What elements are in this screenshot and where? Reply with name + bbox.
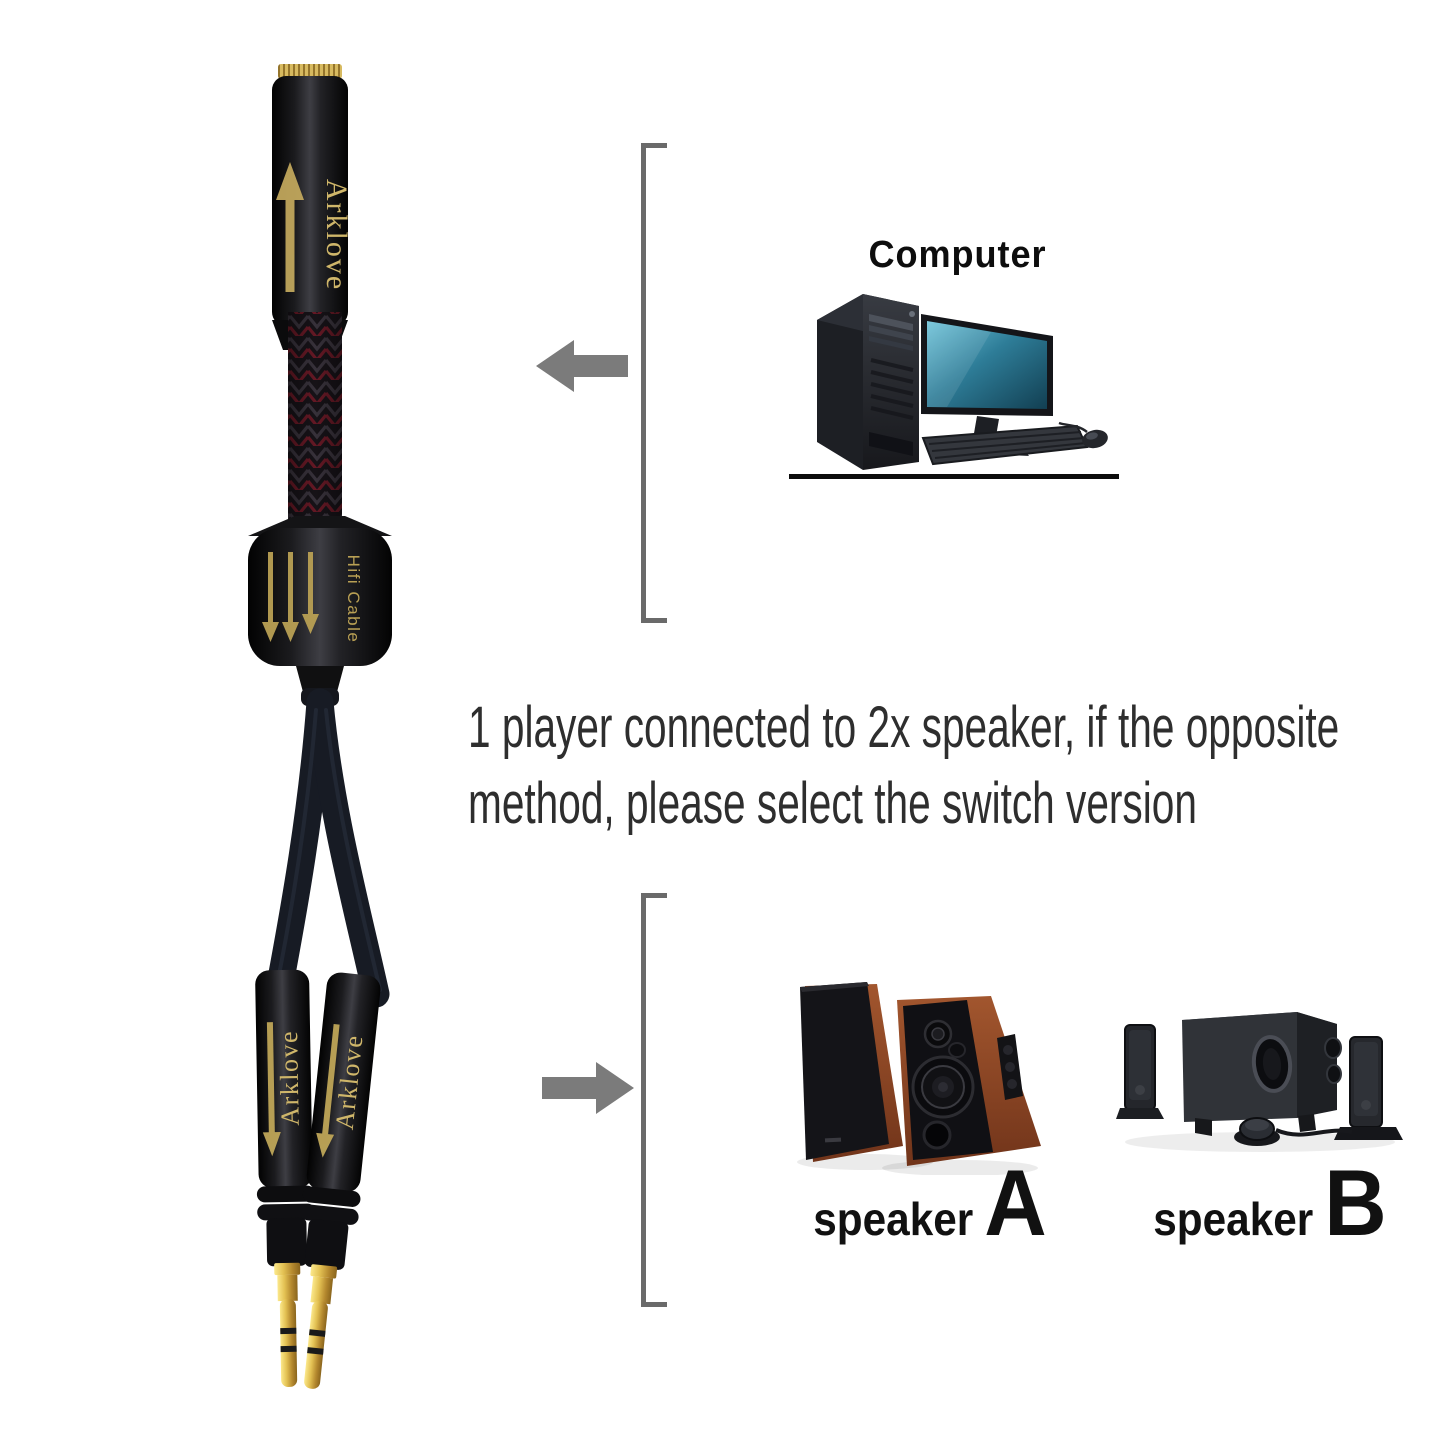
bracket-top: [641, 143, 667, 623]
speaker-b-label: speaker B: [1150, 1156, 1389, 1250]
brand-text-female: Arklove: [320, 179, 353, 291]
plug-tip-left: [274, 1262, 301, 1387]
audio-splitter-cable-photo: Arklove Hifi Cable: [248, 64, 392, 1389]
subwoofer: [1182, 1012, 1342, 1136]
caption: 1 player connected to 2x speaker, if the…: [468, 690, 1445, 842]
y-split-cables: [264, 688, 390, 1009]
speaker-a-word: speaker: [813, 1193, 974, 1245]
caption-line-1: 1 player connected to 2x speaker, if the…: [468, 695, 1340, 760]
male-plug-right: Arklove: [300, 972, 381, 1389]
gold-knurled-cap: [278, 64, 342, 79]
speaker-b-letter: B: [1324, 1150, 1387, 1255]
speaker-a-image: [797, 982, 1041, 1175]
caption-line-2: method, please select the switch version: [468, 771, 1197, 836]
direction-arrow-down-icon: [262, 1022, 281, 1157]
direction-arrow-down-icon: [316, 1024, 340, 1158]
speaker-b-word: speaker: [1153, 1193, 1314, 1245]
female-jack-connector: Arklove: [272, 64, 353, 350]
computer-underline: [789, 474, 1119, 479]
brand-text-plug-left: Arklove: [274, 1030, 305, 1126]
computer-image: [817, 294, 1108, 470]
speaker-a-label: speaker A: [810, 1156, 1049, 1250]
satellite-speaker-right: [1334, 1036, 1403, 1140]
direction-arrow-up-icon: [276, 162, 304, 292]
arrow-to-computer-icon: [536, 340, 628, 392]
splitter-barrel: Hifi Cable: [248, 516, 392, 706]
male-plug-left: Arklove: [255, 969, 316, 1387]
computer-keyboard: [921, 424, 1089, 466]
volume-control-pod: [1234, 1117, 1353, 1146]
computer-tower: [817, 294, 919, 470]
computer-mouse: [1058, 421, 1108, 449]
barrel-label-text: Hifi Cable: [344, 555, 363, 644]
computer-label: Computer: [868, 234, 1047, 276]
satellite-speaker-left: [1116, 1024, 1164, 1119]
speaker-b-image: [1116, 1012, 1403, 1152]
bookshelf-speaker-right: [897, 996, 1041, 1166]
bookshelf-speaker-left: [800, 982, 903, 1162]
direction-arrows-down-icon: [262, 552, 319, 642]
speaker-a-letter: A: [984, 1150, 1047, 1255]
braided-sleeve: [288, 312, 342, 524]
arrow-to-speakers-icon: [542, 1062, 634, 1114]
plug-tip-right: [304, 1264, 338, 1389]
bracket-bottom: [641, 893, 667, 1307]
